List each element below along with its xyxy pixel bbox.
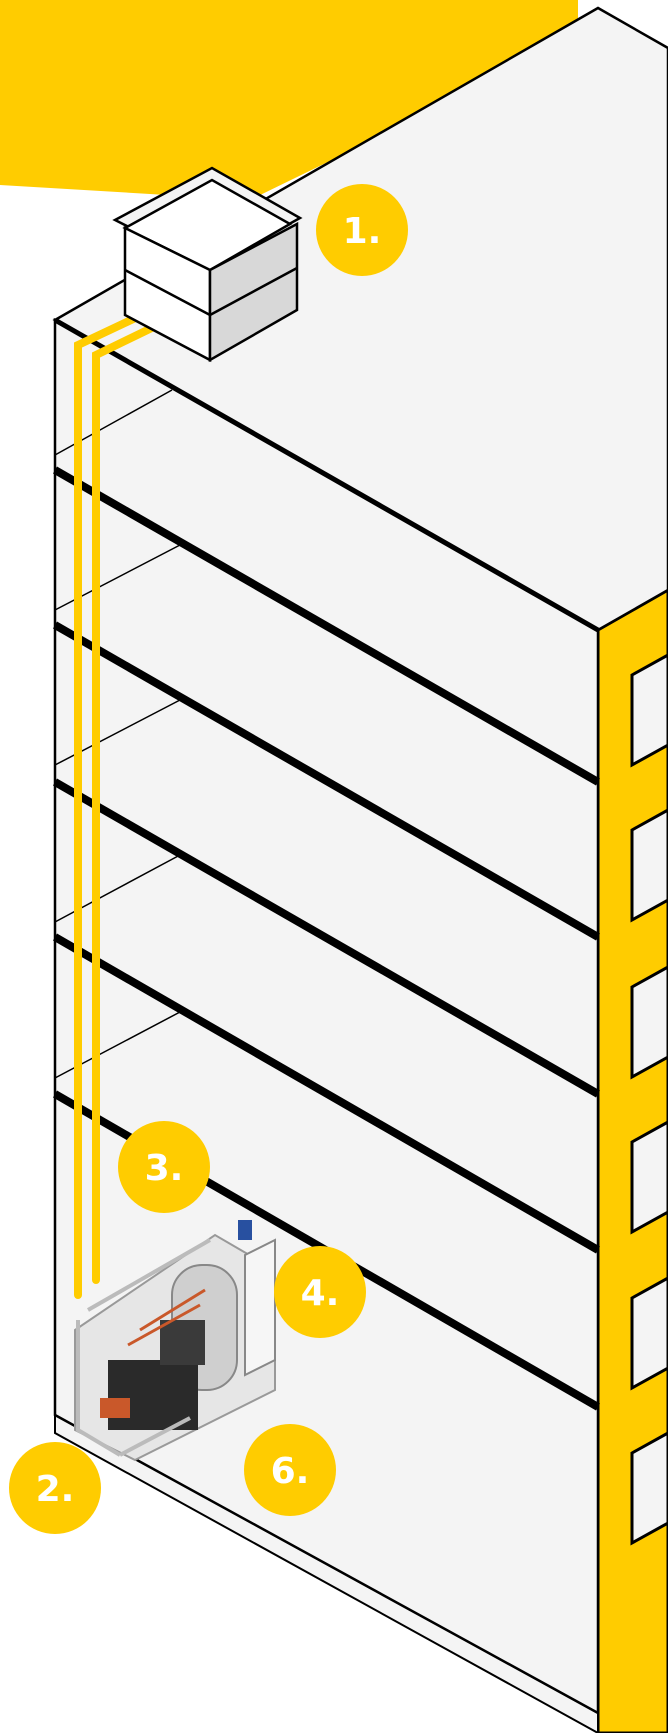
badge-1: 1. bbox=[316, 184, 408, 276]
svg-text:2.: 2. bbox=[36, 1469, 75, 1510]
svg-text:1.: 1. bbox=[343, 211, 382, 252]
badge-4: 4. bbox=[274, 1246, 366, 1338]
svg-text:4.: 4. bbox=[301, 1273, 340, 1314]
svg-text:3.: 3. bbox=[145, 1148, 184, 1189]
svg-text:6.: 6. bbox=[271, 1451, 310, 1492]
badge-3: 3. bbox=[118, 1121, 210, 1213]
badge-2: 2. bbox=[9, 1442, 101, 1534]
badge-6: 6. bbox=[244, 1424, 336, 1516]
